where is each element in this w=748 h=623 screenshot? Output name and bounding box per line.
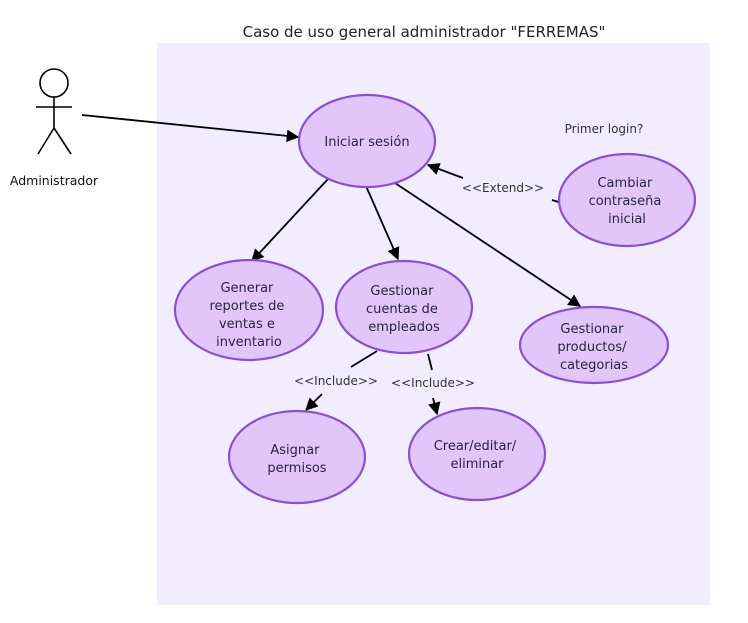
extend-label: <<Extend>> [462,181,544,195]
extend-line-segment-1 [426,163,464,179]
usecase-products-text: Gestionar productos/ categorias [557,322,630,373]
usecase-crud-ellipse [407,406,547,502]
usecase-change-password-text: Cambiar contraseña inicial [589,176,666,227]
login-products-association [394,182,582,307]
include-left-segment-2 [305,393,323,411]
actor-login-association [81,114,300,143]
include-left-segment-1 [350,350,378,368]
actor-stick-figure [36,68,72,155]
usecase-login-ellipse [297,93,437,189]
login-reports-association [251,178,329,262]
usecase-reports-text: Generar reportes de ventas e inventario [210,281,289,350]
diagram-title: Caso de uso general administrador "FERRE… [243,23,606,41]
usecase-reports-ellipse [173,258,325,362]
usecase-change-password-ellipse [557,152,697,248]
usecase-permissions-ellipse [227,409,367,505]
extend-condition-note: Primer login? [565,122,644,136]
usecase-crud-text: Crear/editar/ eliminar [434,439,521,472]
usecase-products-ellipse [518,305,670,385]
include-right-segment-2 [428,397,441,416]
actor-label: Administrador [10,173,99,188]
usecase-accounts-ellipse [334,259,474,355]
include-right-label: <<Include>> [391,376,475,390]
usecase-login-text: Iniciar sesión [324,135,409,150]
login-accounts-association [365,185,400,261]
include-right-segment-1 [427,353,433,371]
include-left-label: <<Include>> [294,374,378,388]
usecase-permissions-text: Asignar permisos [267,443,326,476]
usecase-accounts-text: Gestionar cuentas de empleados [366,284,442,335]
